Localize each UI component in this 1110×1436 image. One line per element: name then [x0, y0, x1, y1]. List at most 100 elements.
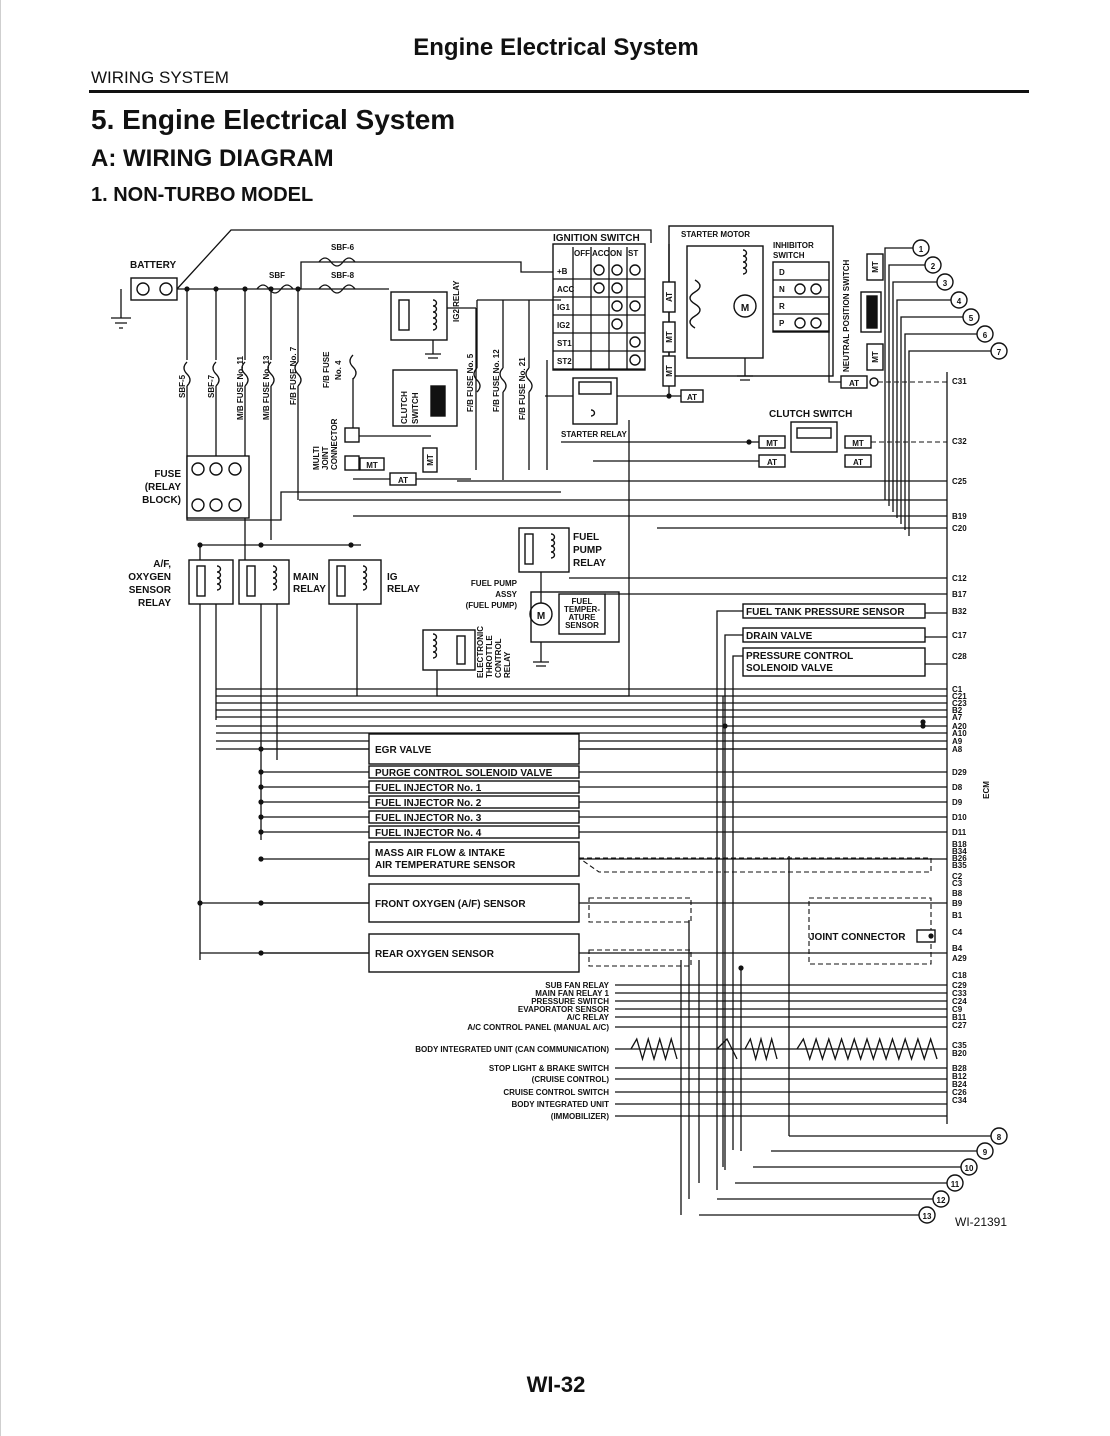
tank-wire-1: [716, 610, 743, 1190]
relay-coil: [216, 565, 222, 591]
block-fuse-top: [209, 462, 223, 476]
ecm-pin-label: A9: [952, 737, 963, 746]
at-box-v: [662, 281, 676, 313]
main-relay-label: RELAY: [293, 584, 326, 595]
component-egr: [368, 733, 580, 765]
ecm-pin-label: C17: [952, 631, 967, 640]
vertical-fuse: [212, 361, 220, 387]
ecm-pin-label: B32: [952, 607, 967, 616]
component-inj2-label: FUEL INJECTOR No. 2: [375, 798, 482, 809]
ecm-pin-label: C21: [952, 692, 967, 701]
inhibitor-label: SWITCH: [773, 251, 805, 260]
ecm-pin-label: C25: [952, 477, 967, 486]
junction-dot: [197, 542, 203, 548]
ignition-contact: [629, 354, 641, 366]
junction-dot: [258, 746, 264, 752]
etc-relay-label: THROTTLE: [485, 635, 494, 678]
block-fuse-bottom: [228, 498, 242, 512]
joint-connector-label: JOINT CONNECTOR: [809, 932, 906, 943]
vertical-fuse: [294, 361, 302, 387]
battery-positive-terminal: [159, 282, 173, 296]
external-input-label: A/C RELAY: [567, 1013, 610, 1022]
can-twist-1: [630, 1036, 678, 1062]
fb-fuse4-num: No. 4: [334, 360, 343, 380]
connector-ref-circle: [912, 239, 930, 257]
ignition-column-label: ST: [628, 249, 638, 258]
tank-component-label: DRAIN VALVE: [746, 631, 813, 642]
ecm-pin-label: B35: [952, 861, 967, 870]
can-twist-4: [796, 1036, 938, 1062]
ecm-pin-label: B18: [952, 840, 967, 849]
ecm-pin-label: A20: [952, 722, 967, 731]
can-twist-3: [744, 1036, 778, 1062]
junction-dot: [722, 723, 728, 729]
ecm-pin-label: B11: [952, 1013, 967, 1022]
ecm-pin-label: C27: [952, 1021, 967, 1030]
ecm-pin-label: C33: [952, 989, 967, 998]
vertical-fuse: [525, 367, 533, 393]
junction-dot: [268, 286, 274, 292]
ecm-pin-label: C29: [952, 981, 967, 990]
fb-fuse21-label: F/B FUSE No. 21: [518, 357, 527, 420]
fuel-pump-assy-label: ASSY: [495, 590, 517, 599]
ignition-contact: [611, 282, 623, 294]
ignition-row-label: IG1: [557, 303, 570, 312]
fuel-temp-label: FUEL: [572, 597, 593, 606]
component-inj3-label: FUEL INJECTOR No. 3: [375, 813, 482, 824]
sbf-label: SBF: [269, 271, 285, 280]
inhibitor-switch-box: [772, 261, 830, 333]
sbf6-wire: [300, 261, 361, 289]
junction-dot: [920, 719, 926, 725]
at-box: [840, 375, 868, 389]
figure-reference-id: WI-21391: [955, 1215, 1007, 1229]
mt-label: MT: [665, 365, 674, 377]
ignition-contact: [593, 264, 605, 276]
connector-ref-number: 10: [965, 1164, 974, 1173]
component-inj3: [368, 810, 580, 824]
external-input-label: CRUISE CONTROL SWITCH: [503, 1088, 609, 1097]
component-maf: [368, 841, 580, 877]
component-inj1-label: FUEL INJECTOR No. 1: [375, 783, 482, 794]
connector-wire: [888, 264, 925, 506]
fuel-pump-relay-label: RELAY: [573, 558, 606, 569]
ecm-pin-label: C12: [952, 574, 967, 583]
fuel-pump-m: M: [537, 611, 545, 622]
ecm-pin-label: D11: [952, 828, 967, 837]
at-label: AT: [853, 458, 863, 467]
section-label: WIRING SYSTEM: [91, 68, 229, 87]
connector-wire: [900, 316, 963, 524]
ecm-pin-label: B9: [952, 899, 963, 908]
fuel-temp-label: ATURE: [569, 613, 597, 622]
ig2-relay-label: IG2 RELAY: [452, 280, 461, 322]
ig2-relay-contact: [398, 299, 410, 331]
fb-fuse12-label: F/B FUSE No. 12: [492, 349, 501, 412]
external-input-label: STOP LIGHT & BRAKE SWITCH: [489, 1064, 609, 1073]
connector-ref-circle: [932, 1190, 950, 1208]
connector-ref-number: 13: [923, 1212, 932, 1221]
inhibitor-position: R: [779, 302, 785, 311]
ecm-pin-label: C24: [952, 997, 967, 1006]
connector-ref-number: 3: [943, 279, 948, 288]
af-oxygen-relay-label: SENSOR: [129, 585, 172, 596]
mt-box-v: [662, 321, 676, 353]
connector-ref-circle: [924, 256, 942, 274]
multi-joint-connector-2: [344, 455, 360, 471]
clutch-switch-contact: [796, 427, 832, 439]
fuel-pump-relay-label: PUMP: [573, 545, 602, 556]
af-oxygen-relay-label: A/F,: [153, 559, 171, 570]
junction-dot: [258, 799, 264, 805]
mb-fuse11-label: M/B FUSE No. 11: [236, 355, 245, 420]
ground-symbol: [533, 661, 549, 667]
connector-ref-circle: [962, 308, 980, 326]
fb-fuse4-label: F/B FUSE: [322, 351, 331, 388]
ignition-contact: [629, 264, 641, 276]
connector-ref-number: 9: [983, 1148, 988, 1157]
fb-fuse4: [349, 354, 357, 380]
starter-motor-symbol: [733, 294, 757, 318]
vertical-fuse: [267, 361, 275, 387]
block-fuse-bottom: [191, 498, 205, 512]
ecm-pin-label: D29: [952, 768, 967, 777]
junction-dot: [258, 769, 264, 775]
multi-joint-label: CONNECTOR: [330, 418, 339, 470]
maf-shield: [577, 857, 932, 873]
